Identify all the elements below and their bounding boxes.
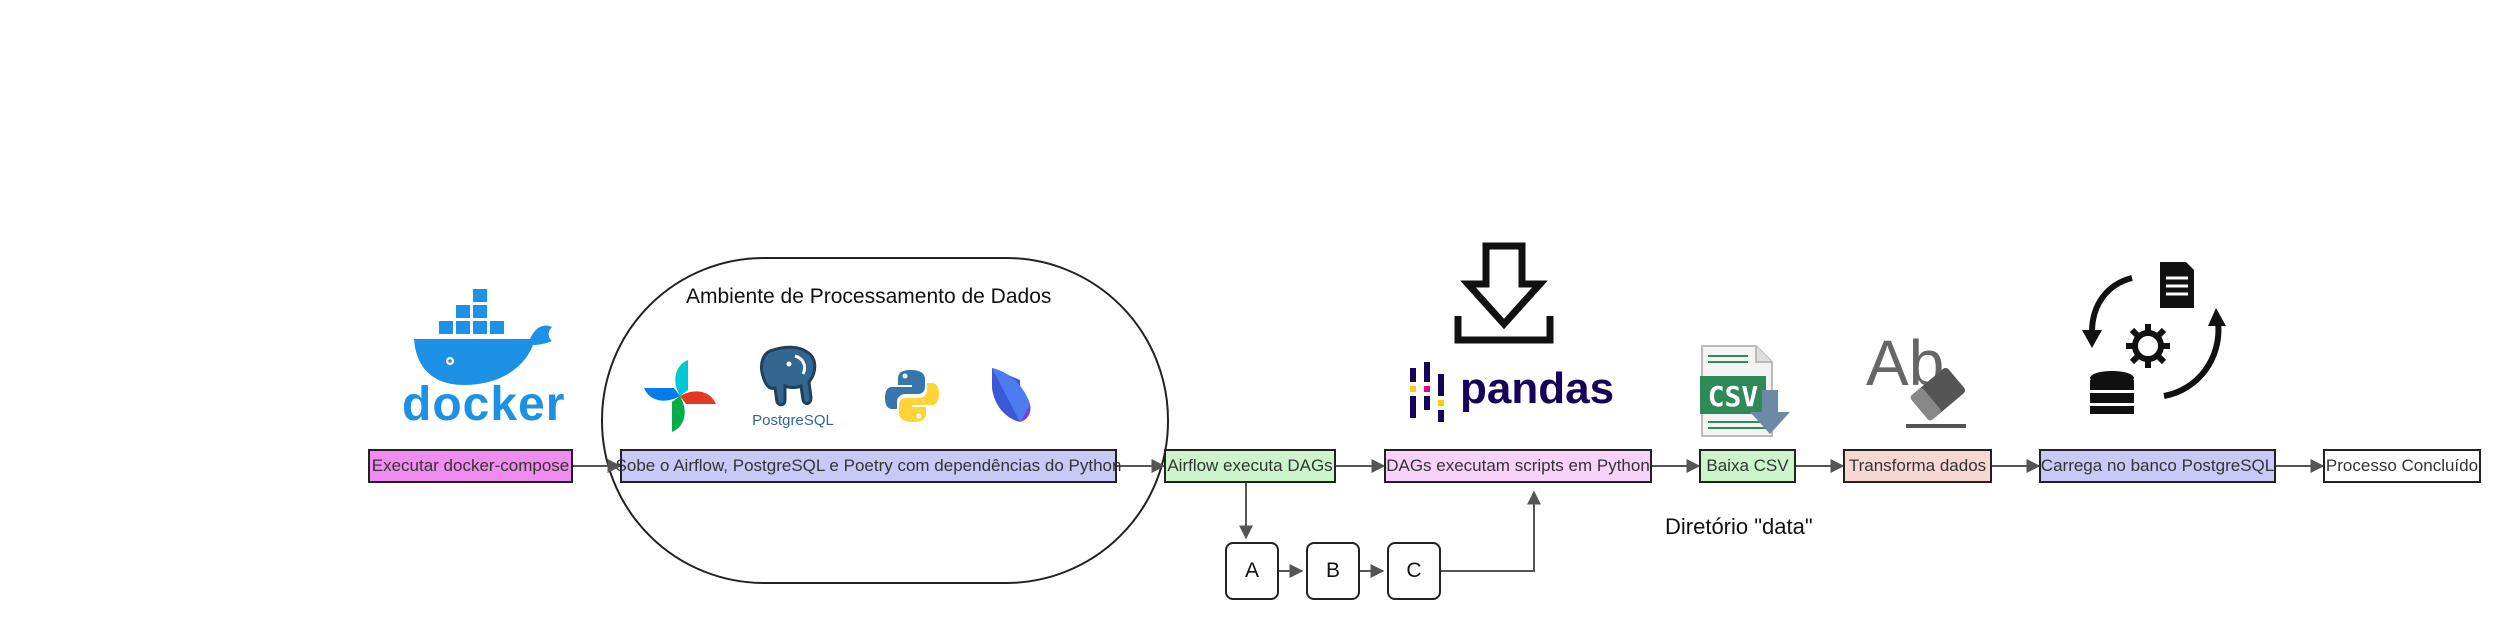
docker-wordmark: docker bbox=[402, 378, 566, 431]
node-load: Carrega no banco PostgreSQL bbox=[2039, 449, 2276, 483]
csv-file-logo: CSV bbox=[1698, 342, 1796, 444]
node-csv: Baixa CSV bbox=[1699, 449, 1796, 483]
node-docker: Executar docker-compose bbox=[368, 449, 573, 483]
node-airflow: Airflow executa DAGs bbox=[1164, 449, 1336, 483]
transform-logo: Ab bbox=[1866, 326, 1976, 432]
task-b: B bbox=[1306, 542, 1360, 600]
airflow-pinwheel-icon bbox=[644, 360, 716, 432]
group-container bbox=[601, 257, 1169, 584]
download-arrow-icon bbox=[1454, 242, 1554, 344]
task-c: C bbox=[1387, 542, 1441, 600]
postgresql-elephant-icon bbox=[759, 345, 817, 407]
group-title: Ambiente de Processamento de Dados bbox=[686, 285, 1052, 308]
node-dags: DAGs executam scripts em Python bbox=[1384, 449, 1652, 483]
node-env: Sobe o Airflow, PostgreSQL e Poetry com … bbox=[616, 449, 1121, 483]
node-transform: Transforma dados bbox=[1843, 449, 1992, 483]
database-cycle-icon bbox=[2082, 262, 2226, 414]
task-a: A bbox=[1225, 542, 1279, 600]
csv-wordmark: CSV bbox=[1707, 380, 1759, 413]
pandas-wordmark: pandas bbox=[1460, 364, 1615, 413]
postgresql-logo: PostgreSQL bbox=[745, 342, 841, 432]
text-eraser-icon bbox=[1906, 367, 1966, 428]
postgresql-wordmark: PostgreSQL bbox=[752, 412, 834, 429]
csv-file-icon bbox=[1700, 345, 1790, 437]
pandas-icon bbox=[1410, 362, 1444, 422]
python-icon bbox=[885, 370, 939, 422]
poetry-icon bbox=[992, 368, 1031, 422]
data-dir-label: Diretório "data" bbox=[1665, 514, 1813, 539]
edge-c-dags bbox=[1440, 490, 1541, 572]
node-done: Processo Concluído bbox=[2323, 449, 2481, 483]
docker-logo: docker bbox=[402, 283, 564, 431]
pandas-logo: pandas bbox=[1408, 358, 1628, 424]
docker-whale-icon bbox=[414, 289, 552, 385]
